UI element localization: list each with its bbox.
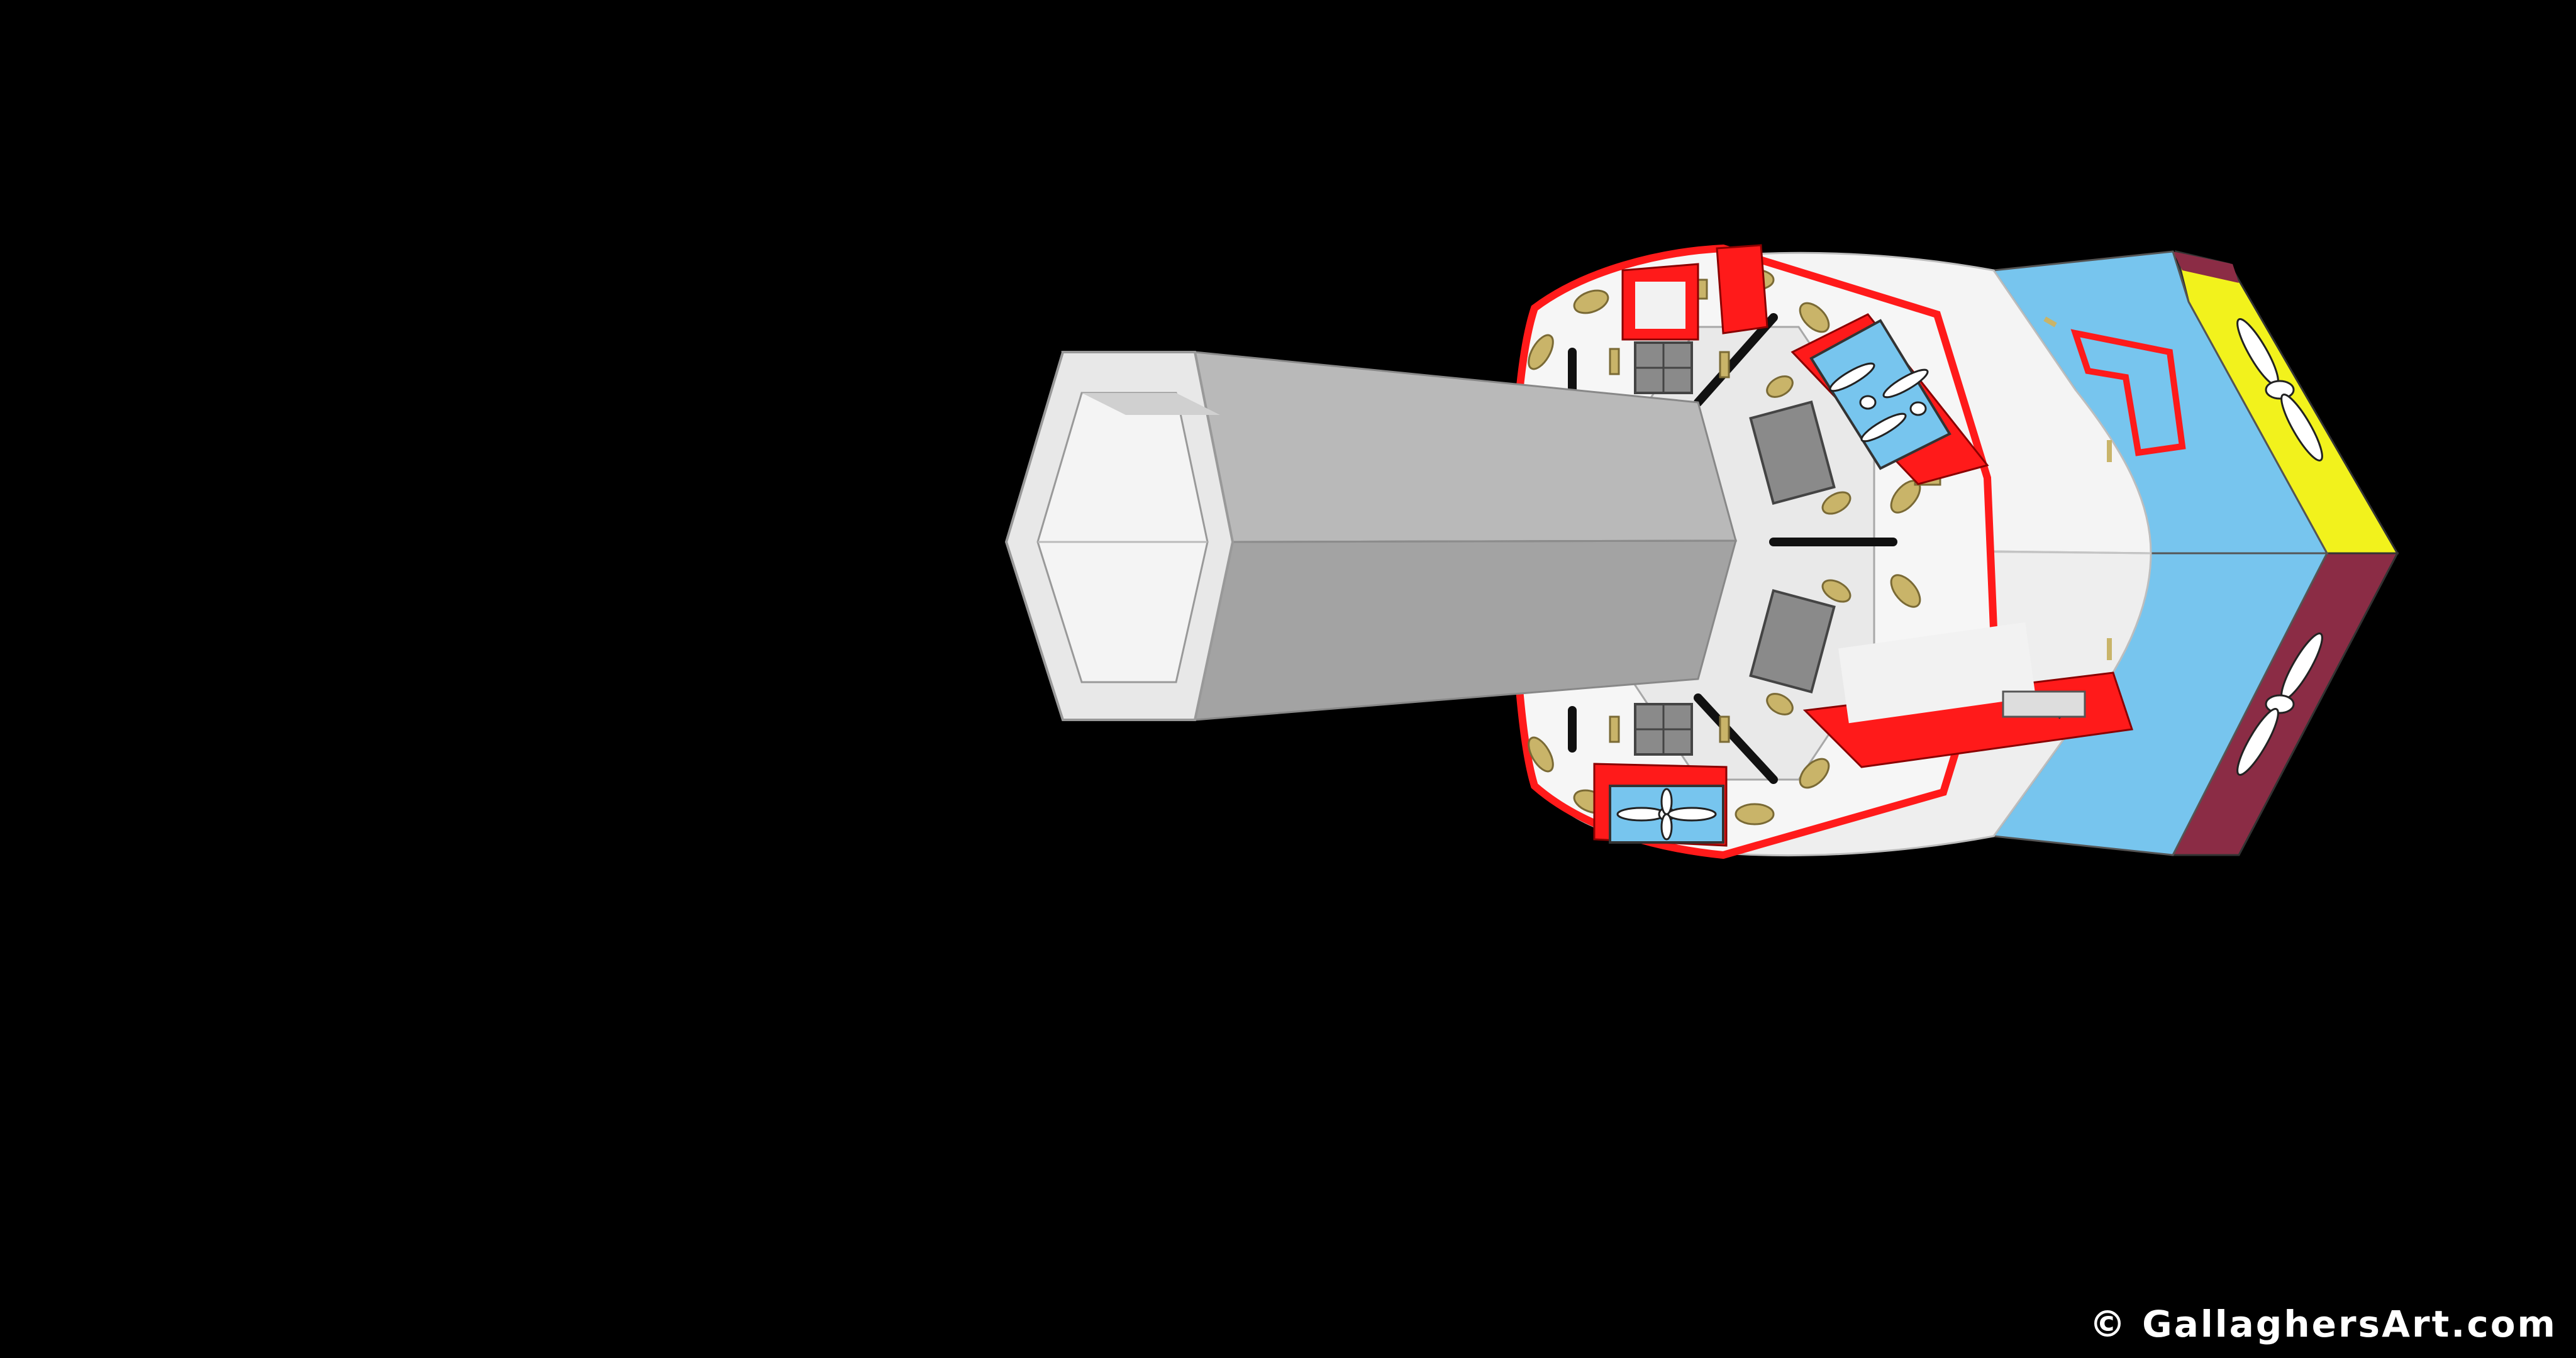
hull-slot — [2043, 316, 2057, 328]
hex-boom — [1004, 351, 1737, 721]
rear-maroon-top — [2173, 251, 2239, 283]
rear-emblem-bottom — [2236, 632, 2323, 776]
hull-hatch-upper — [2070, 329, 2186, 456]
rear-emblem-top — [2236, 318, 2323, 461]
boom-inner-depth — [1082, 393, 1220, 415]
propeller-emblem-lower — [1616, 788, 1717, 841]
grey-window-dividers — [1635, 343, 1692, 754]
blue-panel-upper — [1809, 319, 1951, 470]
frame-cutouts — [1635, 282, 2036, 724]
hull-slot — [2107, 638, 2112, 660]
boom-edge — [1232, 539, 1736, 543]
hull-slot — [2107, 440, 2112, 462]
mechanism-detail — [2002, 690, 2086, 719]
copyright-watermark: © GallaghersArt.com — [2089, 1303, 2557, 1345]
propeller-emblem-upper — [1829, 362, 1929, 443]
struts — [1568, 313, 1897, 784]
rear-module — [1992, 250, 2399, 856]
